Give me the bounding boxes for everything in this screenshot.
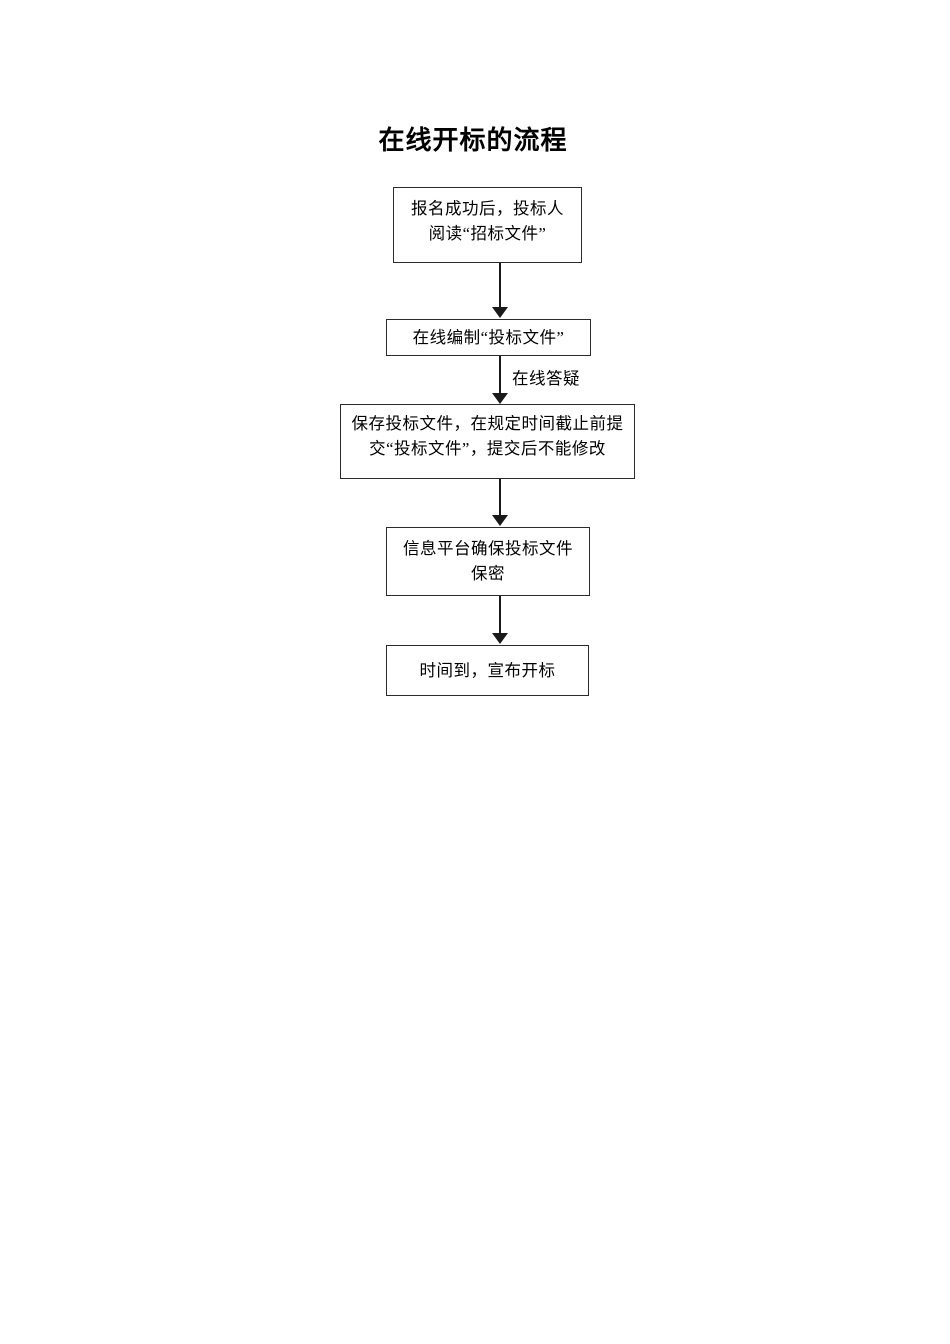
flow-node-5-label: 时间到，宣布开标 (419, 661, 556, 680)
flow-node-4: 信息平台确保投标文件 保密 (386, 527, 590, 596)
page-title: 在线开标的流程 (378, 125, 568, 155)
arrow-down-icon-1 (492, 307, 508, 318)
flow-node-1: 报名成功后，投标人 阅读“招标文件” (393, 187, 582, 263)
edge-label-online-qa: 在线答疑 (512, 369, 580, 388)
flow-node-3: 保存投标文件，在规定时间截止前提 交“投标文件”，提交后不能修改 (340, 404, 635, 479)
flow-node-4-label: 信息平台确保投标文件 保密 (403, 539, 573, 583)
flow-node-1-label: 报名成功后，投标人 阅读“招标文件” (411, 199, 564, 243)
arrow-down-icon-2 (492, 393, 508, 404)
flow-node-5: 时间到，宣布开标 (386, 645, 589, 696)
flow-node-2: 在线编制“投标文件” (386, 319, 591, 356)
connector-line-2 (499, 356, 501, 394)
arrow-down-icon-4 (492, 633, 508, 644)
flow-node-3-label: 保存投标文件，在规定时间截止前提 交“投标文件”，提交后不能修改 (351, 414, 624, 458)
connector-line-4 (499, 596, 501, 634)
connector-line-3 (499, 479, 501, 516)
flow-node-2-label: 在线编制“投标文件” (412, 328, 565, 347)
arrow-down-icon-3 (492, 515, 508, 526)
connector-line-1 (499, 263, 501, 308)
